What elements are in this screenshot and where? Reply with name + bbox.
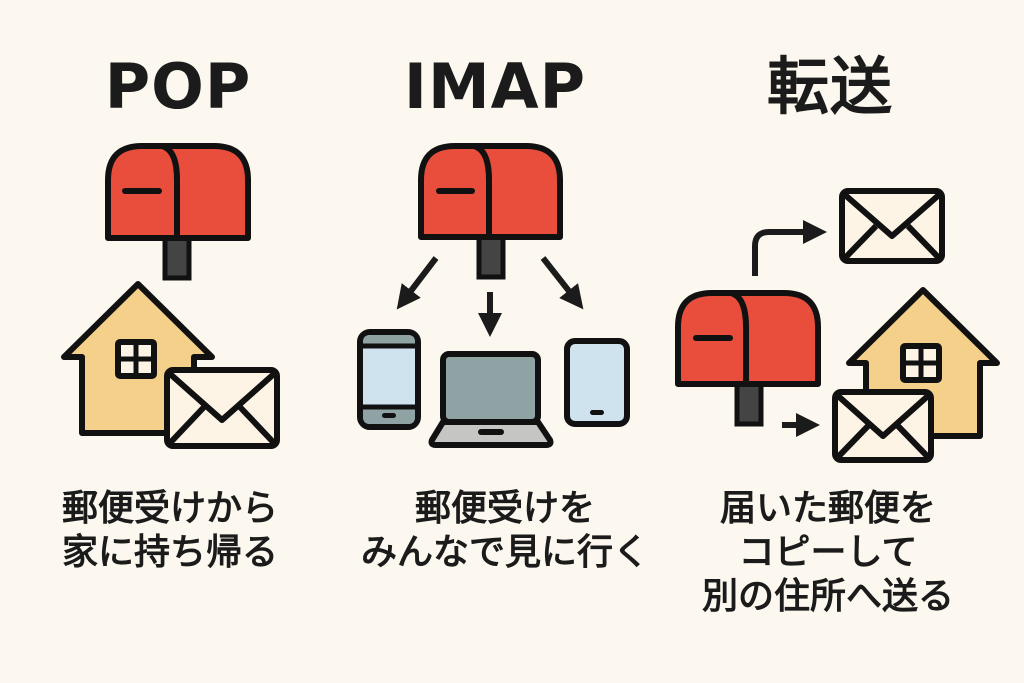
- forward-envelope-top-icon: [839, 188, 945, 264]
- tablet-icon: [564, 338, 630, 427]
- laptop-icon: [428, 351, 554, 448]
- pop-envelope-icon: [164, 367, 280, 449]
- caption-line: 郵便受けを: [414, 488, 595, 529]
- caption-line: 郵便受けから: [61, 488, 278, 529]
- imap-mailbox-icon: [418, 143, 563, 280]
- arrow-icon: [540, 256, 584, 310]
- forward-title: 転送: [766, 50, 893, 123]
- forward-envelope-bottom-icon: [832, 389, 934, 463]
- imap-title: IMAP: [403, 50, 587, 123]
- caption-line: 届いた郵便を: [719, 488, 936, 529]
- forward-arrow-up-icon: [752, 220, 827, 276]
- caption-line: 家に持ち帰る: [61, 532, 278, 573]
- pop-mailbox-icon: [105, 143, 251, 281]
- caption-line: コピーして: [738, 532, 918, 573]
- forward-caption: 届いた郵便を コピーして 別の住所へ送る: [668, 487, 988, 619]
- caption-line: 別の住所へ送る: [701, 576, 954, 617]
- pop-caption: 郵便受けから 家に持ち帰る: [20, 487, 320, 575]
- arrow-icon: [396, 256, 439, 310]
- smartphone-icon: [357, 329, 421, 430]
- imap-caption: 郵便受けを みんなで見に行く: [330, 487, 680, 575]
- forward-mailbox-icon: [675, 290, 821, 427]
- caption-line: みんなで見に行く: [360, 532, 649, 573]
- imap-arrows: [396, 256, 584, 337]
- pop-title: POP: [104, 50, 252, 123]
